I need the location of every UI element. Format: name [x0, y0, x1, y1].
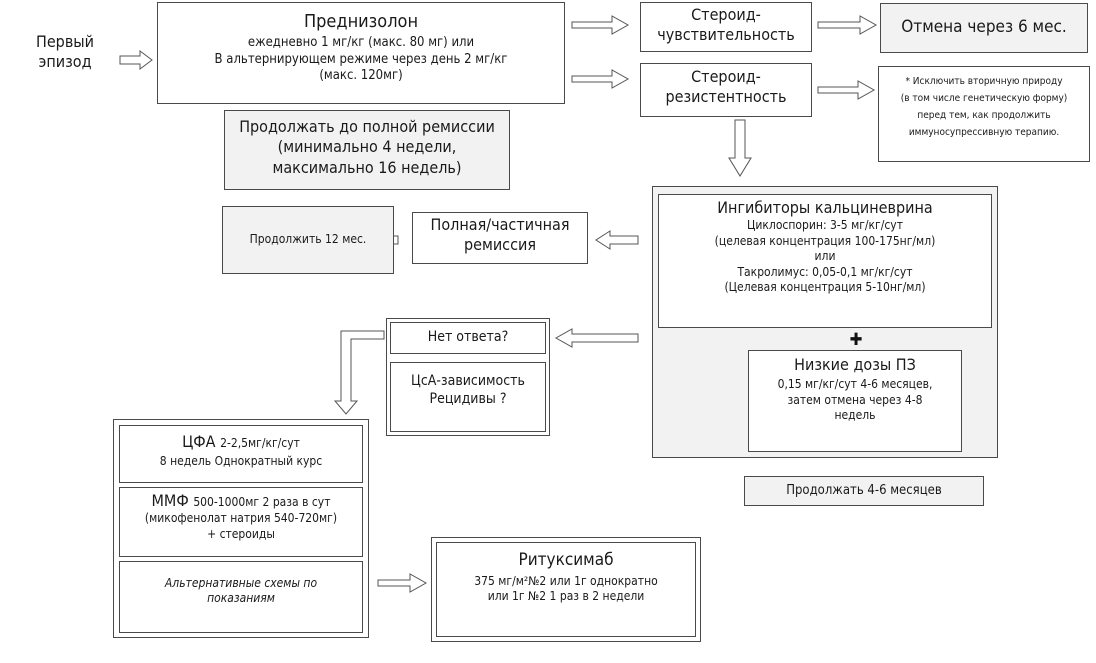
mmf-box: ММФ 500-1000мг 2 раза в сут (микофенолат… [119, 487, 363, 557]
arrow-to-note [817, 80, 876, 100]
full-partial-remission-box: Полная/частичная ремиссия [412, 212, 588, 264]
calcineurin-line-2: (целевая концентрация 100-175нг/мл) [714, 233, 936, 248]
calcineurin-line-3: или [814, 249, 836, 264]
calcineurin-title: Ингибиторы кальциневрина [717, 198, 933, 217]
continue-4-6-months-label: Продолжать 4-6 месяцев [786, 483, 942, 498]
continue-remission-line-1: Продолжать до полной ремиссии [239, 117, 495, 136]
cfa-title: ЦФА [182, 432, 216, 451]
cfa-dose: 2-2,5мг/кг/сут [220, 436, 300, 450]
exclusion-note-line-4: иммуносупрессивную терапию. [908, 127, 1060, 138]
exclusion-note-line-2: (в том числе генетическую форму) [900, 93, 1068, 104]
arrow-to-calcineurin [728, 119, 752, 177]
exclusion-note-box: * Исключить вторичную природу (в том чис… [878, 66, 1090, 162]
prednisolone-title: Преднизолон [303, 11, 419, 32]
alternative-schemes-box: Альтернативные схемы по показаниям [119, 561, 363, 633]
prednisolone-line-1: ежедневно 1 мг/кг (макс. 80 мг) или [247, 35, 475, 51]
steroid-resistance-line-1: Стероид- [691, 67, 761, 86]
rituximab-title: Ритуксимаб [518, 550, 614, 570]
csa-dependence-line-2: Рецидивы ? [429, 390, 507, 407]
rituximab-box: Ритуксимаб 375 мг/м²№2 или 1г однократно… [436, 542, 696, 637]
full-partial-remission-line-1: Полная/частичная [430, 215, 570, 234]
cancel-6-months-label: Отмена через 6 мес. [901, 17, 1067, 37]
arrow-to-cancel [817, 15, 878, 35]
mmf-title: ММФ [151, 491, 189, 510]
low-dose-pz-line-1: 0,15 мг/кг/сут 4-6 месяцев, [777, 377, 933, 392]
arrow-to-sensitivity [571, 15, 630, 35]
exclusion-note-line-1: * Исключить вторичную природу [905, 76, 1063, 87]
steroid-resistance-line-2: резистентность [665, 87, 787, 107]
calcineurin-line-5: (Целевая концентрация 5-10нг/мл) [724, 279, 926, 294]
steroid-resistance-box: Стероид- резистентность [640, 63, 812, 117]
first-episode-line-2: эпизод [38, 52, 92, 72]
cfa-line-2: 8 недель Однократный курс [159, 454, 323, 469]
full-partial-remission-line-2: ремиссия [463, 235, 537, 255]
arrow-to-remission [595, 230, 639, 250]
calcineurin-line-1: Циклоспорин: 3-5 мг/кг/сут [747, 218, 903, 233]
cancel-6-months-box: Отмена через 6 мес. [880, 3, 1088, 53]
rituximab-line-2: или 1г №2 1 раз в 2 недели [487, 589, 645, 604]
no-response-label: Нет ответа? [427, 329, 509, 345]
continue-12-months-label: Продолжить 12 мес. [249, 232, 367, 246]
low-dose-pz-box: Низкие дозы ПЗ 0,15 мг/кг/сут 4-6 месяце… [748, 350, 962, 452]
arrow-to-resistance [571, 69, 630, 89]
continue-remission-line-3: максимально 16 недель) [272, 157, 462, 177]
prednisolone-line-3: (макс. 120мг) [319, 68, 403, 84]
rituximab-line-1: 375 мг/м²№2 или 1г однократно [474, 573, 658, 588]
calcineurin-box: Ингибиторы кальциневрина Циклоспорин: 3-… [658, 194, 992, 328]
alternative-schemes-line-2: показаниям [207, 591, 275, 606]
no-response-box: Нет ответа? [390, 322, 546, 354]
steroid-sensitivity-box: Стероид- чувствительность [640, 2, 812, 52]
alternative-schemes-line-1: Альтернативные схемы по [164, 576, 318, 590]
prednisolone-box: Преднизолон ежедневно 1 мг/кг (макс. 80 … [157, 2, 565, 104]
first-episode-line-1: Первый [35, 32, 95, 51]
low-dose-pz-line-3: недель [834, 408, 876, 423]
arrow-to-rituximab [377, 573, 428, 593]
arrow-first-to-prednisolone [119, 50, 153, 70]
plus-icon: ✚ [849, 330, 863, 350]
mmf-line-2: (микофенолат натрия 540-720мг) [144, 511, 338, 526]
prednisolone-line-2: В альтернирующем режиме через день 2 мг/… [214, 51, 508, 67]
continue-remission-box: Продолжать до полной ремиссии (минимальн… [224, 110, 510, 190]
steroid-sensitivity-line-1: Стероид- [691, 5, 761, 24]
arrow-to-cfa-block [333, 330, 385, 415]
low-dose-pz-line-2: затем отмена через 4-8 [787, 392, 923, 407]
csa-dependence-box: ЦсА-зависимость Рецидивы ? [390, 362, 546, 432]
mmf-line-3: + стероиды [207, 526, 275, 541]
exclusion-note-line-3: перед тем, как продолжить [917, 110, 1051, 121]
calcineurin-line-4: Такролимус: 0,05-0,1 мг/кг/сут [737, 264, 913, 279]
low-dose-pz-title: Низкие дозы ПЗ [794, 355, 916, 374]
continue-4-6-months-box: Продолжать 4-6 месяцев [744, 476, 984, 506]
continue-remission-line-2: (минимально 4 недели, [277, 137, 457, 157]
first-episode-label: Первый эпизод [20, 32, 110, 73]
continue-12-months-box: Продолжить 12 мес. [222, 206, 394, 274]
mmf-dose: 500-1000мг 2 раза в сут [193, 495, 331, 509]
csa-dependence-line-1: ЦсА-зависимость [411, 373, 525, 389]
cfa-box: ЦФА 2-2,5мг/кг/сут 8 недель Однократный … [119, 425, 363, 483]
steroid-sensitivity-line-2: чувствительность [657, 25, 795, 45]
arrow-to-no-response [554, 328, 639, 348]
